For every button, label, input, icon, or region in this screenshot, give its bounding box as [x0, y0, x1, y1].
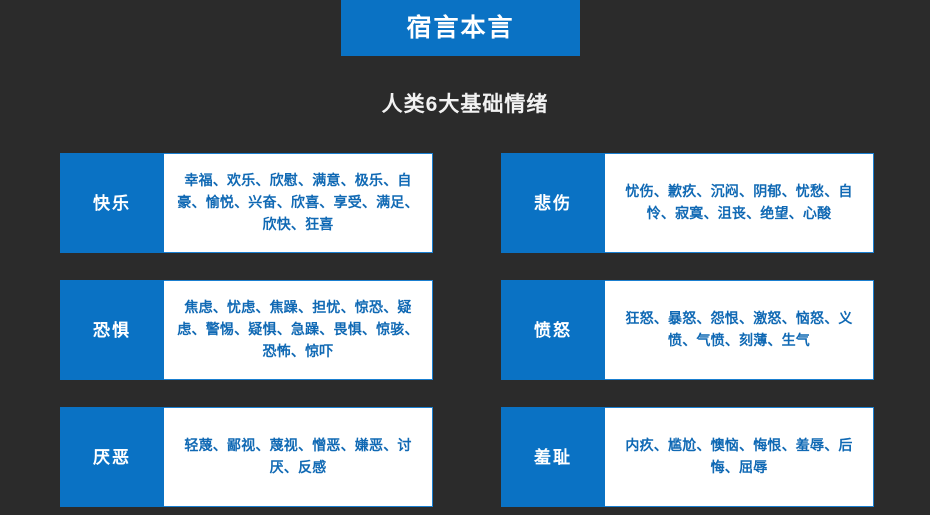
emotion-label-text: 恐惧	[93, 320, 131, 340]
emotion-words-shame: 内疚、尴尬、懊恼、悔恨、羞辱、后悔、屈辱	[605, 407, 874, 507]
emotion-label-disgust: 厌恶	[60, 407, 164, 507]
emotion-words-text: 狂怒、暴怒、怨恨、激怒、恼怒、义愤、气愤、刻薄、生气	[625, 310, 853, 348]
emotion-words-text: 轻蔑、鄙视、蔑视、憎恶、嫌恶、讨厌、反感	[184, 437, 412, 475]
emotion-card-fear: 恐惧 焦虑、忧虑、焦躁、担忧、惊恐、疑虑、警惕、疑惧、急躁、畏惧、惊骇、恐怖、惊…	[60, 280, 433, 380]
emotion-label-text: 愤怒	[534, 320, 572, 340]
emotion-card-disgust: 厌恶 轻蔑、鄙视、蔑视、憎恶、嫌恶、讨厌、反感	[60, 407, 433, 507]
emotion-words-text: 焦虑、忧虑、焦躁、担忧、惊恐、疑虑、警惕、疑惧、急躁、畏惧、惊骇、恐怖、惊吓	[177, 299, 419, 359]
emotion-words-text: 内疚、尴尬、懊恼、悔恨、羞辱、后悔、屈辱	[625, 437, 853, 475]
emotion-label-text: 厌恶	[93, 447, 131, 467]
emotion-words-anger: 狂怒、暴怒、怨恨、激怒、恼怒、义愤、气愤、刻薄、生气	[605, 280, 874, 380]
emotion-label-text: 快乐	[93, 193, 131, 213]
emotion-label-anger: 愤怒	[501, 280, 605, 380]
emotion-label-sadness: 悲伤	[501, 153, 605, 253]
emotion-label-happiness: 快乐	[60, 153, 164, 253]
page-subtitle: 人类6大基础情绪	[381, 93, 549, 116]
emotion-label-fear: 恐惧	[60, 280, 164, 380]
emotion-label-shame: 羞耻	[501, 407, 605, 507]
emotion-words-happiness: 幸福、欢乐、欣慰、满意、极乐、自豪、愉悦、兴奋、欣喜、享受、满足、欣快、狂喜	[164, 153, 433, 253]
emotion-card-happiness: 快乐 幸福、欢乐、欣慰、满意、极乐、自豪、愉悦、兴奋、欣喜、享受、满足、欣快、狂…	[60, 153, 433, 253]
emotion-words-sadness: 忧伤、歉疚、沉闷、阴郁、忧愁、自怜、寂寞、沮丧、绝望、心酸	[605, 153, 874, 253]
emotion-card-sadness: 悲伤 忧伤、歉疚、沉闷、阴郁、忧愁、自怜、寂寞、沮丧、绝望、心酸	[501, 153, 874, 253]
emotion-card-anger: 愤怒 狂怒、暴怒、怨恨、激怒、恼怒、义愤、气愤、刻薄、生气	[501, 280, 874, 380]
title-banner: 宿言本言	[341, 0, 580, 56]
emotion-words-text: 忧伤、歉疚、沉闷、阴郁、忧愁、自怜、寂寞、沮丧、绝望、心酸	[625, 183, 853, 221]
emotion-card-shame: 羞耻 内疚、尴尬、懊恼、悔恨、羞辱、后悔、屈辱	[501, 407, 874, 507]
banner-title-text: 宿言本言	[406, 13, 515, 42]
emotion-words-disgust: 轻蔑、鄙视、蔑视、憎恶、嫌恶、讨厌、反感	[164, 407, 433, 507]
emotion-words-text: 幸福、欢乐、欣慰、满意、极乐、自豪、愉悦、兴奋、欣喜、享受、满足、欣快、狂喜	[177, 172, 419, 232]
emotion-words-fear: 焦虑、忧虑、焦躁、担忧、惊恐、疑虑、警惕、疑惧、急躁、畏惧、惊骇、恐怖、惊吓	[164, 280, 433, 380]
emotion-label-text: 悲伤	[534, 193, 572, 213]
emotion-label-text: 羞耻	[534, 447, 572, 467]
emotion-card-grid: 快乐 幸福、欢乐、欣慰、满意、极乐、自豪、愉悦、兴奋、欣喜、享受、满足、欣快、狂…	[60, 153, 874, 507]
